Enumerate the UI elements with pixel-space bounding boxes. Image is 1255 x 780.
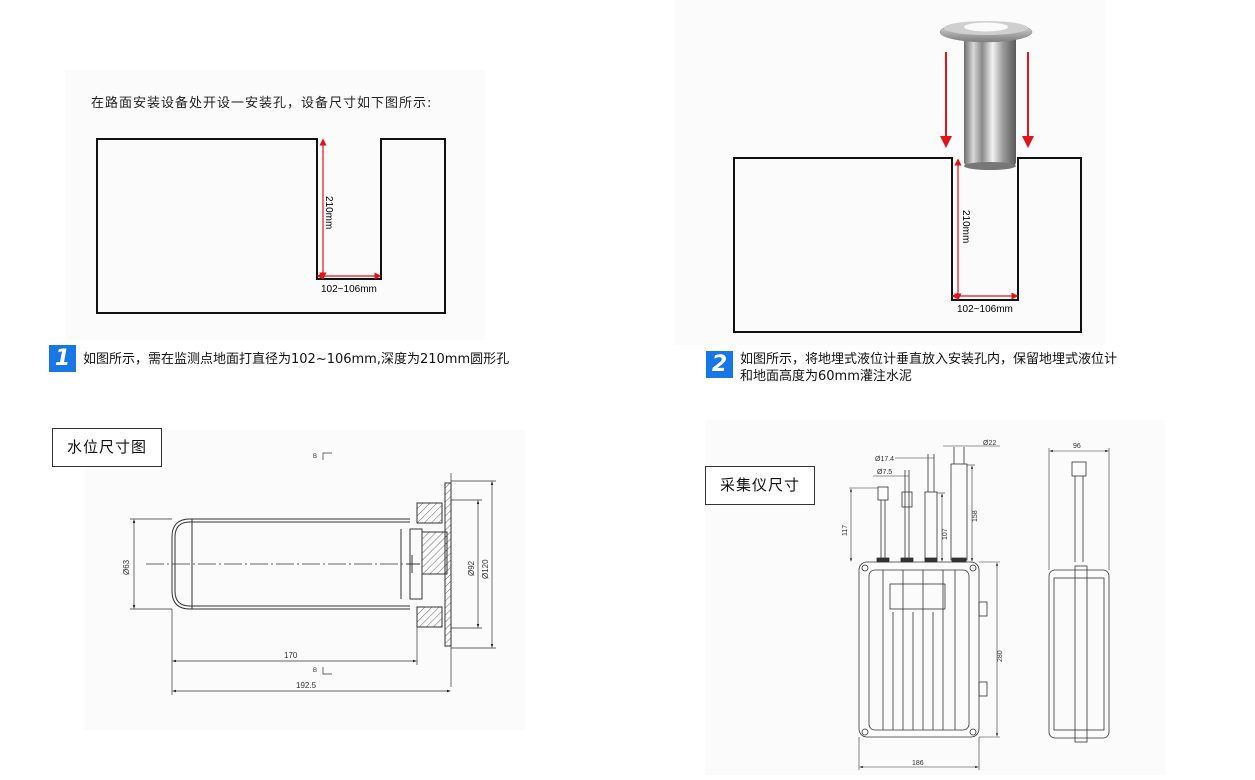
- depth-label: 210mm: [960, 210, 971, 243]
- dim-d63: Ø63: [122, 559, 131, 575]
- dim-d7-5: Ø7.5: [877, 469, 892, 476]
- water-level-panel: [85, 430, 525, 730]
- dim-186: 186: [912, 760, 924, 767]
- section-marker-top: B: [313, 454, 317, 460]
- sensor-device-image: [939, 21, 1033, 170]
- dim-107: 107: [942, 528, 949, 540]
- top-left-panel: [65, 70, 485, 340]
- width-label: 102~106mm: [957, 304, 1013, 315]
- step-2-badge: 2: [706, 351, 733, 378]
- ground-outline: [733, 157, 1082, 333]
- step-1-badge: 1: [49, 345, 76, 372]
- step-2-line-2: 和地面高度为60mm灌注水泥: [740, 369, 912, 384]
- dim-117: 117: [842, 525, 849, 536]
- section-marker-bottom: B: [313, 668, 317, 674]
- dim-d17-4: Ø17.4: [875, 456, 894, 463]
- hole-diagram-2: 210mm 102~106mm: [733, 21, 1082, 333]
- dim-d92: Ø92: [467, 560, 476, 576]
- dim-280: 280: [997, 650, 1004, 662]
- dim-96: 96: [1073, 443, 1081, 450]
- dim-d22: Ø22: [983, 440, 996, 447]
- width-label: 102~106mm: [321, 284, 377, 295]
- step-2: 2 如图所示，将地埋式液位计垂直放入安装孔内，保留地埋式液位计 和地面高度为60…: [706, 351, 1117, 385]
- step-1: 1 如图所示，需在监测点地面打直径为102~106mm,深度为210mm圆形孔: [49, 345, 509, 372]
- dim-158: 158: [972, 510, 979, 522]
- dim-192: 192.5: [296, 681, 317, 690]
- step-2-text: 如图所示，将地埋式液位计垂直放入安装孔内，保留地埋式液位计 和地面高度为60mm…: [740, 351, 1117, 385]
- top-right-panel: [675, 0, 1105, 345]
- intro-text: 在路面安装设备处开设一安装孔，设备尺寸如下图所示:: [91, 96, 433, 111]
- collector-drawing: Ø7.5 Ø17.4 Ø22 117 107 158 280 186 96: [842, 440, 1110, 770]
- step-1-text: 如图所示，需在监测点地面打直径为102~106mm,深度为210mm圆形孔: [83, 352, 510, 367]
- step-2-line-1: 如图所示，将地埋式液位计垂直放入安装孔内，保留地埋式液位计: [740, 352, 1118, 367]
- dim-d120: Ø120: [481, 559, 490, 579]
- water-level-title: 水位尺寸图: [52, 428, 163, 467]
- water-level-drawing: B B Ø63 Ø92 Ø120 170 192.5: [122, 452, 496, 695]
- ground-outline: [96, 138, 446, 314]
- hole-diagram-1: 210mm 102~106mm: [96, 138, 446, 314]
- depth-label: 210mm: [323, 196, 334, 229]
- collector-title: 采集仪尺寸: [705, 466, 816, 505]
- dim-170: 170: [284, 651, 298, 660]
